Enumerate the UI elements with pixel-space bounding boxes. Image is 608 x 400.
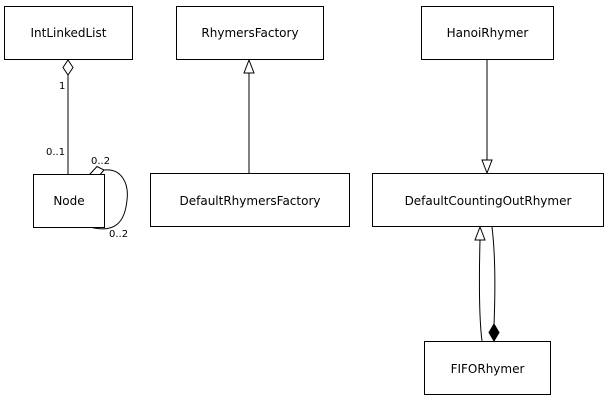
- class-name: Node: [53, 194, 84, 208]
- class-name: DefaultRhymersFactory: [180, 194, 321, 208]
- generalization-arrowhead-icon: [243, 58, 255, 74]
- class-default-rhymers-factory[interactable]: DefaultRhymersFactory: [150, 173, 350, 227]
- generalization-fifo: [474, 225, 486, 342]
- class-name: IntLinkedList: [31, 26, 107, 40]
- generalization-factory: [243, 58, 255, 173]
- multiplicity-self-target: 0..2: [109, 229, 128, 240]
- class-name: DefaultCountingOutRhymer: [405, 194, 572, 208]
- class-default-counting-out-rhymer[interactable]: DefaultCountingOutRhymer: [372, 173, 604, 227]
- composition-fifo: [488, 226, 500, 342]
- generalization-arrowhead-icon: [474, 225, 486, 241]
- generalization-hanoi: [481, 60, 493, 175]
- multiplicity-list-end: 1: [59, 81, 65, 92]
- aggregation-list-node: 1 0..1: [46, 59, 74, 174]
- class-node[interactable]: Node: [33, 174, 105, 228]
- multiplicity-self-source: 0..2: [91, 156, 110, 167]
- class-name: RhymersFactory: [201, 26, 298, 40]
- generalization-arrowhead-icon: [481, 159, 493, 175]
- class-int-linked-list[interactable]: IntLinkedList: [4, 6, 133, 60]
- class-fifo-rhymer[interactable]: FIFORhymer: [424, 341, 551, 395]
- class-hanoi-rhymer[interactable]: HanoiRhymer: [421, 6, 554, 60]
- class-name: HanoiRhymer: [447, 26, 529, 40]
- multiplicity-node-end: 0..1: [46, 147, 65, 158]
- class-rhymers-factory[interactable]: RhymersFactory: [176, 6, 324, 60]
- class-name: FIFORhymer: [451, 362, 525, 376]
- aggregation-diamond-icon: [62, 59, 74, 76]
- composition-diamond-icon: [488, 323, 500, 342]
